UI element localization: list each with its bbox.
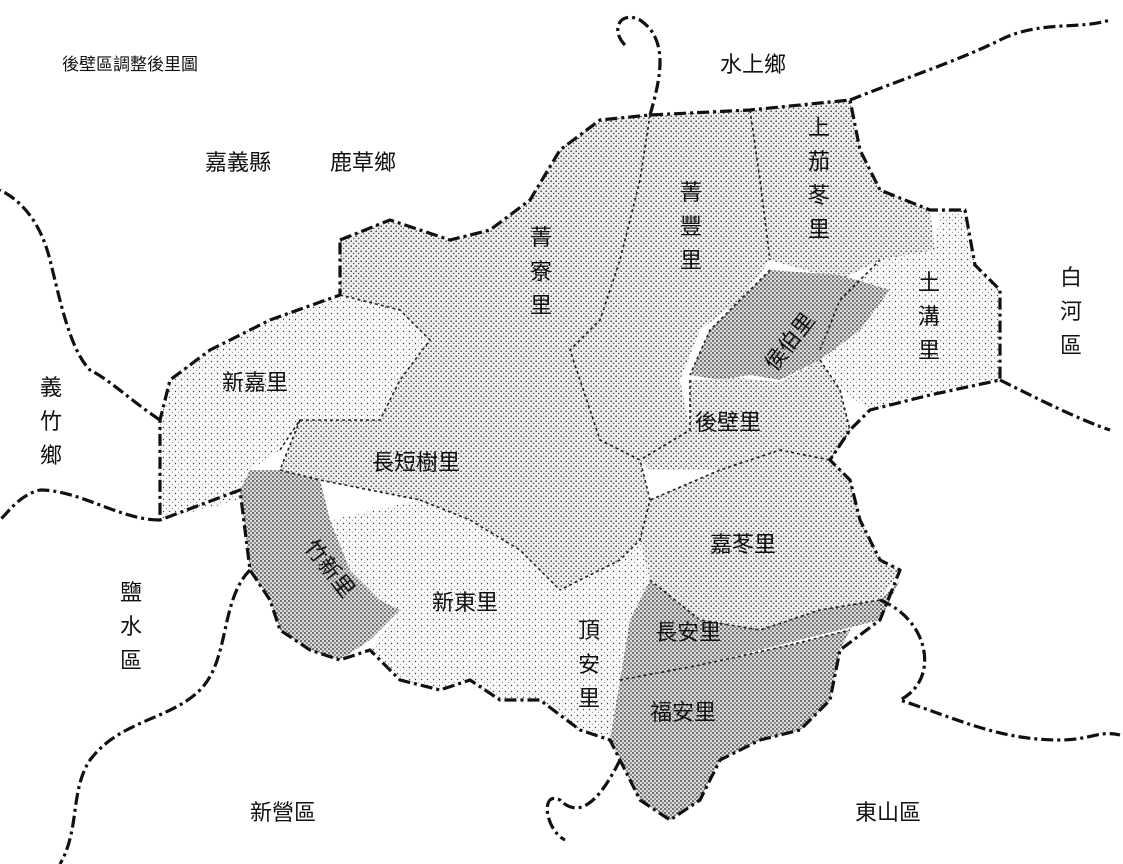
region-houbo: [690, 270, 890, 380]
region-qingliao: [340, 115, 650, 440]
border-north: [616, 15, 662, 116]
border-west-south: [0, 488, 161, 522]
district-boundary: [158, 98, 1002, 822]
region-jiadong: [640, 450, 900, 630]
village-boundary-lines: [278, 109, 881, 681]
border-northeast: [849, 18, 1111, 102]
village-jiadong: 嘉苳里: [710, 533, 776, 558]
border-east: [999, 378, 1111, 432]
border-southwest: [58, 568, 252, 864]
region-shangjiadong: [750, 100, 935, 280]
border-south: [545, 759, 622, 842]
neighbor-taibao: 新營區: [250, 801, 316, 826]
village-xindong: 新東里: [432, 591, 498, 616]
village-shangjiadong: 上茄苳里: [808, 116, 830, 243]
village-changan: 長安里: [655, 621, 721, 646]
village-xinjia: 新嘉里: [222, 371, 288, 396]
village-changduanshu: 長短樹里: [372, 451, 460, 476]
neighbor-yanshui: 鹽水區: [120, 581, 142, 674]
region-fuan: [610, 630, 850, 820]
region-xindong: [330, 500, 560, 700]
region-zhuxin: [240, 470, 400, 660]
village-tugou: 土溝里: [918, 271, 940, 364]
neighbor-shuishang: 水上鄉: [720, 53, 786, 78]
neighbor-baihe: 白河區: [1060, 266, 1082, 359]
village-dingan: 頂安里: [578, 619, 600, 712]
region-houbi: [640, 360, 850, 470]
neighbor-yizhu: 義竹鄉: [40, 376, 62, 469]
neighbor-dongshan: 東山區: [855, 801, 921, 826]
region-qingfeng: [570, 110, 770, 460]
region-dingan: [540, 540, 650, 740]
neighbor-lucao: 鹿草鄉: [330, 151, 396, 176]
village-houbi: 後壁里: [695, 411, 761, 436]
region-changduanshu: [280, 340, 650, 590]
map-title: 後壁區調整後里圖: [62, 55, 198, 75]
border-west-north: [0, 188, 161, 422]
region-tugou: [820, 210, 1000, 410]
village-qingfeng: 菁豐里: [680, 181, 702, 274]
village-qingliao: 菁寮里: [530, 226, 552, 319]
region-changan: [620, 580, 900, 680]
region-xinjia: [160, 295, 430, 520]
neighbor-chiayi-county: 嘉義縣: [205, 151, 271, 176]
village-fuan: 福安里: [650, 701, 716, 726]
border-southeast: [879, 598, 1121, 742]
